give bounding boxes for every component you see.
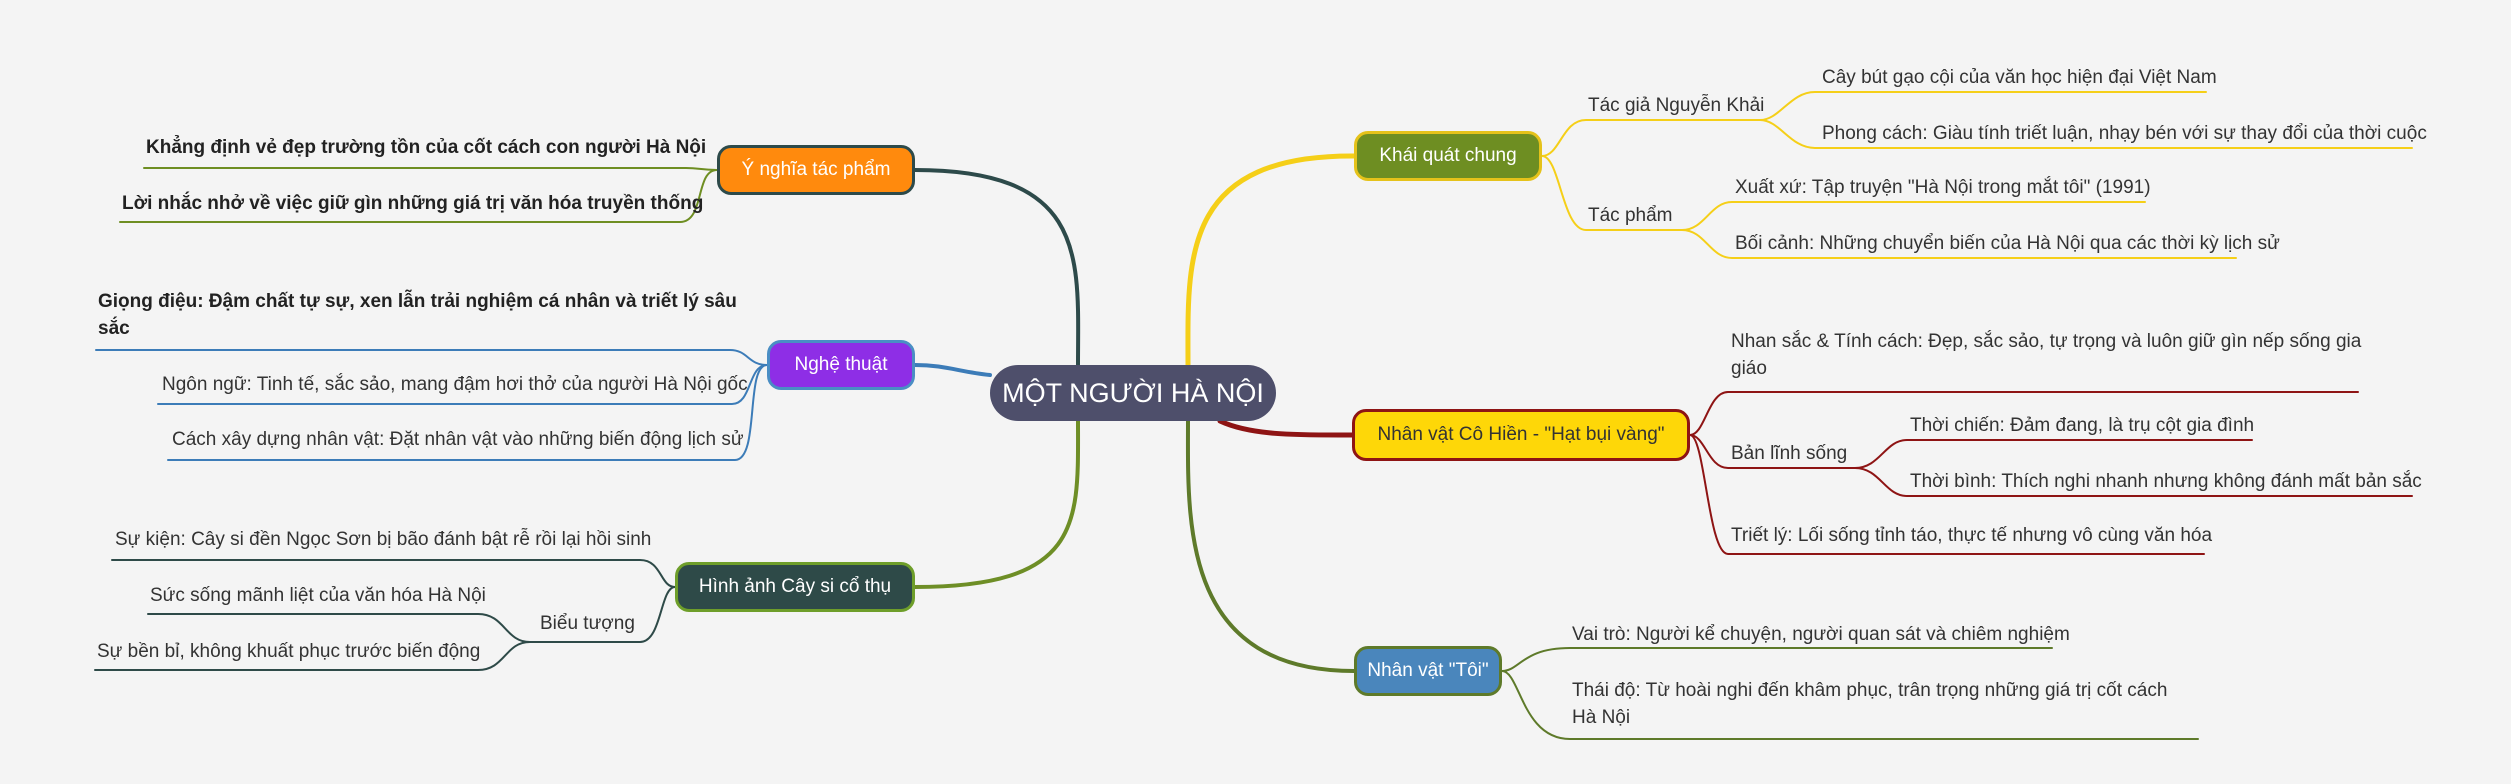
topic-y-nghia[interactable]: Ý nghĩa tác phẩm bbox=[717, 145, 915, 195]
leaf-loi-nhac-nho[interactable]: Lời nhắc nhở về việc giữ gìn những giá t… bbox=[122, 193, 704, 214]
line-thoi-binh bbox=[1854, 467, 2413, 497]
line-boi-canh bbox=[1681, 229, 2237, 259]
connector-lines bbox=[94, 91, 2413, 740]
leaf-giong-dieu[interactable]: Giọng điệu: Đậm chất tự sự, xen lẫn trải… bbox=[98, 291, 737, 339]
line-ban-linh bbox=[1689, 434, 1856, 469]
branch-line-y-nghia bbox=[913, 168, 1081, 367]
line-thai-do bbox=[1501, 670, 2199, 740]
leaf-boi-canh[interactable]: Bối cảnh: Những chuyển biến của Hà Nội q… bbox=[1735, 233, 2280, 254]
line-ben-bi bbox=[94, 641, 531, 671]
central-topic[interactable]: MỘT NGƯỜI HÀ NỘI bbox=[990, 365, 1276, 421]
leaf-khang-dinh[interactable]: Khẳng định vẻ đẹp trường tồn của cốt các… bbox=[146, 137, 707, 158]
line-xay-dung-nhan-vat bbox=[167, 364, 768, 461]
branch-line-khai-quat-chung bbox=[1185, 153, 1357, 368]
line-tac-pham bbox=[1541, 155, 1683, 231]
line-tac-gia bbox=[1541, 119, 1761, 157]
line-bieu-tuong bbox=[529, 586, 676, 643]
subtopic-tac-pham[interactable]: Tác phẩm bbox=[1588, 205, 1673, 226]
topic-nghe-thuat[interactable]: Nghệ thuật bbox=[767, 340, 915, 390]
topic-khai-quat-chung[interactable]: Khái quát chung bbox=[1354, 131, 1542, 181]
branch-line-nghe-thuat bbox=[913, 363, 992, 377]
line-loi-nhac-nho bbox=[119, 169, 718, 223]
subtopic-bieu-tuong[interactable]: Biểu tượng bbox=[540, 613, 635, 634]
line-thoi-chien bbox=[1854, 439, 2253, 469]
leaf-ben-bi[interactable]: Sự bền bỉ, không khuất phục trước biến đ… bbox=[97, 641, 481, 662]
topic-co-hien[interactable]: Nhân vật Cô Hiền - "Hạt bụi vàng" bbox=[1352, 409, 1690, 461]
line-nhan-sac bbox=[1689, 391, 2359, 436]
leaf-thoi-binh[interactable]: Thời bình: Thích nghi nhanh nhưng không … bbox=[1910, 471, 2422, 492]
line-khang-dinh bbox=[143, 167, 718, 171]
subtopic-ban-linh[interactable]: Bản lĩnh sống bbox=[1731, 443, 1848, 464]
leaf-phong-cach[interactable]: Phong cách: Giàu tính triết luận, nhạy b… bbox=[1822, 123, 2427, 144]
branch-line-co-hien bbox=[1217, 418, 1355, 438]
branch-line-nhan-vat-toi bbox=[1185, 419, 1356, 673]
leaf-xay-dung-nhan-vat[interactable]: Cách xây dựng nhân vật: Đặt nhân vật vào… bbox=[172, 429, 744, 450]
leaf-triet-ly[interactable]: Triết lý: Lối sống tỉnh táo, thực tế như… bbox=[1731, 525, 2213, 546]
line-suc-song bbox=[147, 613, 531, 643]
leaf-cay-but[interactable]: Cây bút gạo cội của văn học hiện đại Việ… bbox=[1822, 67, 2217, 88]
leaf-vai-tro[interactable]: Vai trò: Người kể chuyện, người quan sát… bbox=[1572, 624, 2070, 645]
subtopic-tac-gia[interactable]: Tác giả Nguyễn Khải bbox=[1588, 95, 1765, 116]
line-vai-tro bbox=[1501, 647, 2053, 672]
line-su-kien bbox=[111, 559, 676, 588]
topic-cay-si[interactable]: Hình ảnh Cây si cổ thụ bbox=[675, 562, 915, 612]
line-giong-dieu bbox=[95, 349, 768, 366]
leaf-ngon-ngu[interactable]: Ngôn ngữ: Tinh tế, sắc sảo, mang đậm hơi… bbox=[162, 374, 748, 395]
line-xuat-xu bbox=[1681, 201, 2146, 231]
leaf-suc-song[interactable]: Sức sống mãnh liệt của văn hóa Hà Nội bbox=[150, 585, 486, 606]
leaf-xuat-xu[interactable]: Xuất xứ: Tập truyện "Hà Nội trong mắt tô… bbox=[1735, 177, 2151, 198]
line-cay-but bbox=[1759, 91, 2207, 121]
leaf-nhan-sac[interactable]: Nhan sắc & Tính cách: Đẹp, sắc sảo, tự t… bbox=[1731, 331, 2362, 379]
branch-line-cay-si bbox=[913, 419, 1081, 589]
leaf-thai-do[interactable]: Thái độ: Từ hoài nghi đến khâm phục, trâ… bbox=[1572, 680, 2168, 728]
topic-nhan-vat-toi[interactable]: Nhân vật "Tôi" bbox=[1354, 646, 1502, 696]
leaf-su-kien[interactable]: Sự kiện: Cây si đền Ngọc Sơn bị bão đánh… bbox=[115, 529, 652, 550]
line-phong-cach bbox=[1759, 119, 2413, 149]
line-triet-ly bbox=[1689, 434, 2205, 555]
leaf-thoi-chien[interactable]: Thời chiến: Đảm đang, là trụ cột gia đìn… bbox=[1910, 415, 2255, 436]
